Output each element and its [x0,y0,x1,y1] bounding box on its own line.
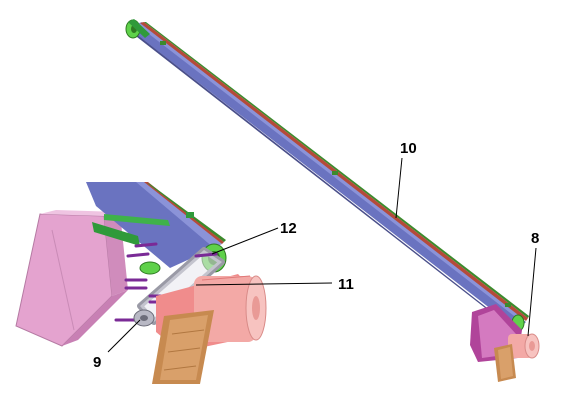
callout-9-label: 9 [93,354,101,371]
callout-11-label: 11 [338,276,354,293]
callout-labels: 10 12 11 8 9 [93,140,539,371]
drive-pulley [133,309,155,327]
callout-12-label: 12 [280,220,297,237]
long-conveyor-belt [128,22,529,332]
motor-support-stand [152,310,214,384]
long-conveyor-drive-end [470,304,540,382]
callout-leaders [107,157,537,353]
callout-8-label: 8 [531,230,539,247]
callout-10-label: 10 [400,140,417,157]
long-conveyor-head-roller [125,19,150,39]
short-conveyor-belt [86,182,226,268]
